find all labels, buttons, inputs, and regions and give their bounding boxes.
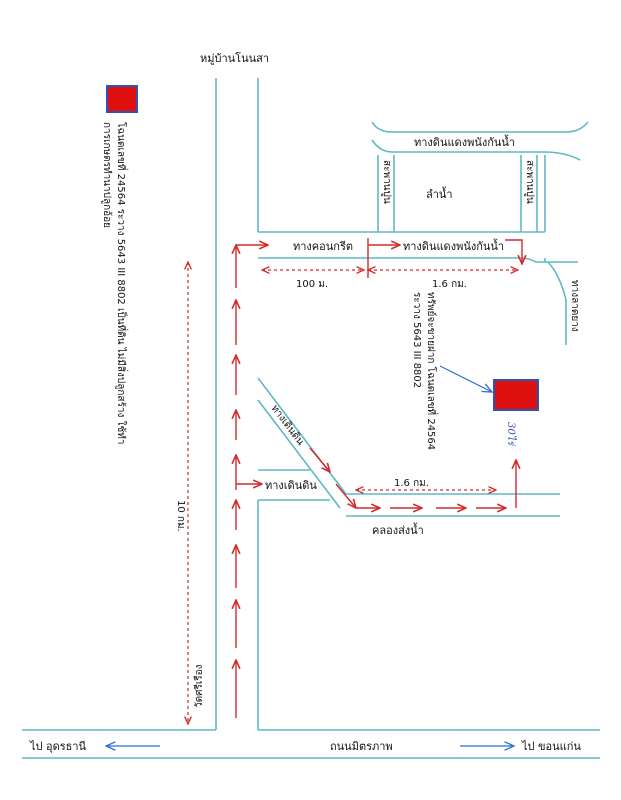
- distance-1-6km-bottom-label: 1.6 กม.: [394, 478, 429, 489]
- to-khonkaen-label: ไป ขอนแก่น: [521, 740, 581, 753]
- bridge-right-label: สะพานปูน: [524, 160, 535, 204]
- property-text-line1: ทรัพย์จะขายฝาก โฉนดเลขที่ 24564: [425, 292, 439, 450]
- dike-road-top-label: ทางดินแดงพนังกันน้ำ: [414, 134, 515, 149]
- legend-text-line1: โฉนดเลขที่ 24564 ระวาง 5643 III 8802 เป็…: [115, 122, 129, 444]
- dirt-road-label: ทางเดินดิน: [265, 479, 317, 492]
- bridge-left-label: สะพานปูน: [381, 160, 392, 204]
- canal-label: คลองส่งน้ำ: [372, 522, 424, 537]
- distance-indicators: [188, 238, 518, 724]
- temple-label: วัดศรีเรือง: [193, 664, 205, 708]
- handwritten-note: 30ไร่: [505, 422, 517, 447]
- property-marker-icon: [493, 379, 539, 411]
- route-arrows: [236, 239, 522, 718]
- dike-road-mid-label: ทางดินแดงพนังกันน้ำ: [403, 238, 504, 253]
- to-udon-label: ไป อุดรธานี: [29, 740, 87, 753]
- property-pointer-arrow: [439, 365, 492, 392]
- distance-100m-label: 100 ม.: [296, 279, 328, 290]
- stream-label: ลำน้ำ: [426, 186, 453, 201]
- property-text-line2: ระวาง 5643 III 8802: [411, 292, 422, 388]
- distance-1-6km-top-label: 1.6 กม.: [432, 279, 467, 290]
- legend-marker-icon: [106, 85, 138, 113]
- village-north-label: หมู่บ้านโนนสา: [200, 51, 269, 65]
- legend-text-line2: การเกษตรทำนาปลูกอ้อย: [101, 122, 113, 228]
- distance-10km-label: 10 กม.: [175, 500, 186, 532]
- concrete-road-label: ทางคอนกรีต: [293, 240, 353, 253]
- asphalt-road-label: ทางลาดยาง: [569, 280, 580, 332]
- main-road-label: ถนนมิตรภาพ: [330, 740, 393, 753]
- dirt-road-diagonal-label: ทางเดินดิน: [269, 403, 306, 447]
